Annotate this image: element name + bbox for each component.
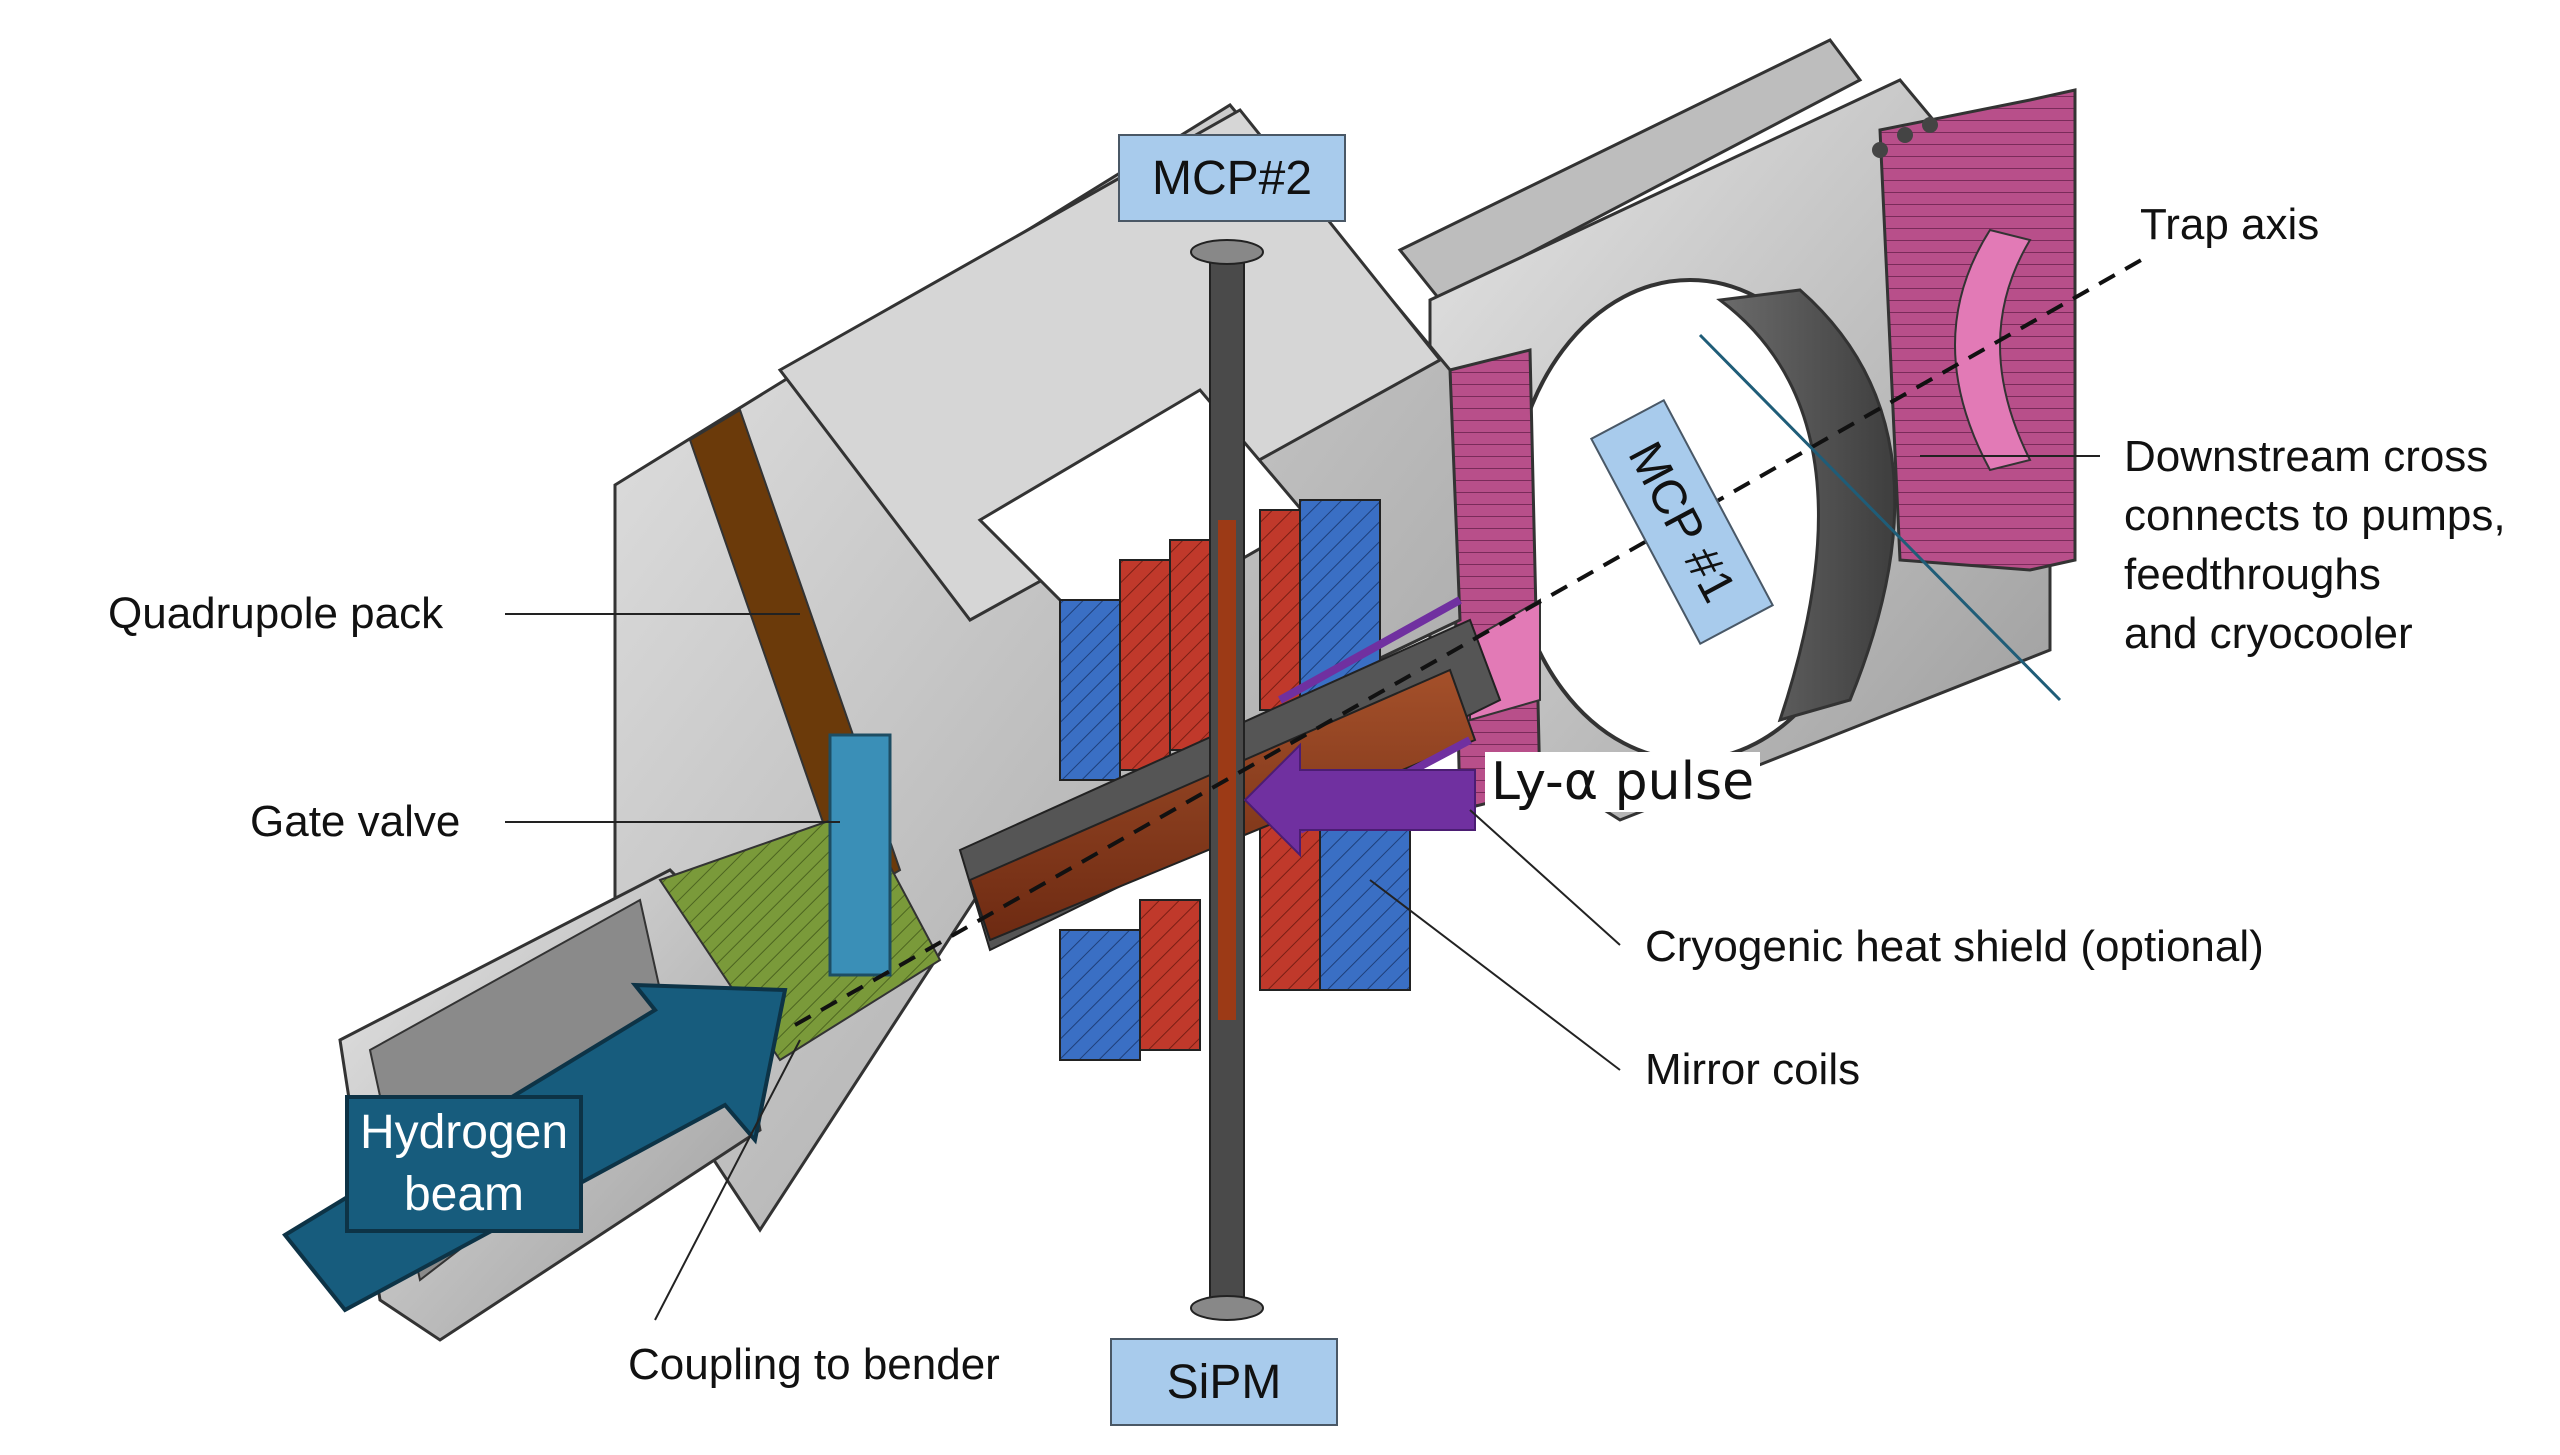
hydrogen-beam-line-2: beam (403, 1168, 525, 1221)
coil-red-lower-2 (1259, 819, 1321, 991)
coupling-to-bender-label: Coupling to bender (628, 1340, 1000, 1389)
tube-top-flange (1190, 239, 1264, 265)
coil-red-lower (1139, 899, 1201, 1051)
hydrogen-beam-line-1: Hydrogen (359, 1106, 569, 1159)
mcp1-plane-line (1698, 333, 2062, 702)
coil-red-upper (1119, 559, 1171, 771)
downstream-cross-line-3: feedthroughs (2124, 550, 2381, 599)
leader-coupling (654, 1039, 801, 1321)
leader-mirror-coils (1369, 879, 1621, 1071)
hydrogen-beam-label: Hydrogen beam (345, 1095, 583, 1233)
trap-axis-line (794, 253, 2151, 1027)
gate-valve-label: Gate valve (250, 797, 461, 846)
purple-shield-strip (1278, 596, 1462, 704)
quadrupole-pack-label: Quadrupole pack (108, 589, 444, 638)
coil-blue-upper-left (1059, 599, 1121, 781)
cryogenic-heat-shield-label: Cryogenic heat shield (optional) (1645, 922, 2264, 971)
tube-bottom-flange (1190, 1295, 1264, 1321)
downstream-cross-line-1: Downstream cross (2124, 432, 2489, 481)
mirror-coils-label: Mirror coils (1645, 1045, 1861, 1094)
downstream-cross (1397, 38, 2052, 822)
sipm-label: SiPM (1110, 1338, 1338, 1426)
mirror-coils (1059, 499, 1411, 1061)
ly-alpha-arrow (1243, 742, 1476, 858)
ly-alpha-pulse-label: Ly-α pulse (1485, 752, 1761, 812)
downstream-flange (1872, 88, 2077, 572)
downstream-cross-line-4: and cryocooler (2124, 609, 2413, 658)
downstream-cross-line-2: connects to pumps, (2124, 491, 2506, 540)
gate-valve-blade (828, 733, 892, 977)
coil-blue-lower-left (1059, 929, 1141, 1061)
leader-heat-shield (1469, 809, 1621, 946)
trap-axis-label: Trap axis (2140, 200, 2320, 249)
mcp2-label: MCP#2 (1118, 134, 1346, 222)
